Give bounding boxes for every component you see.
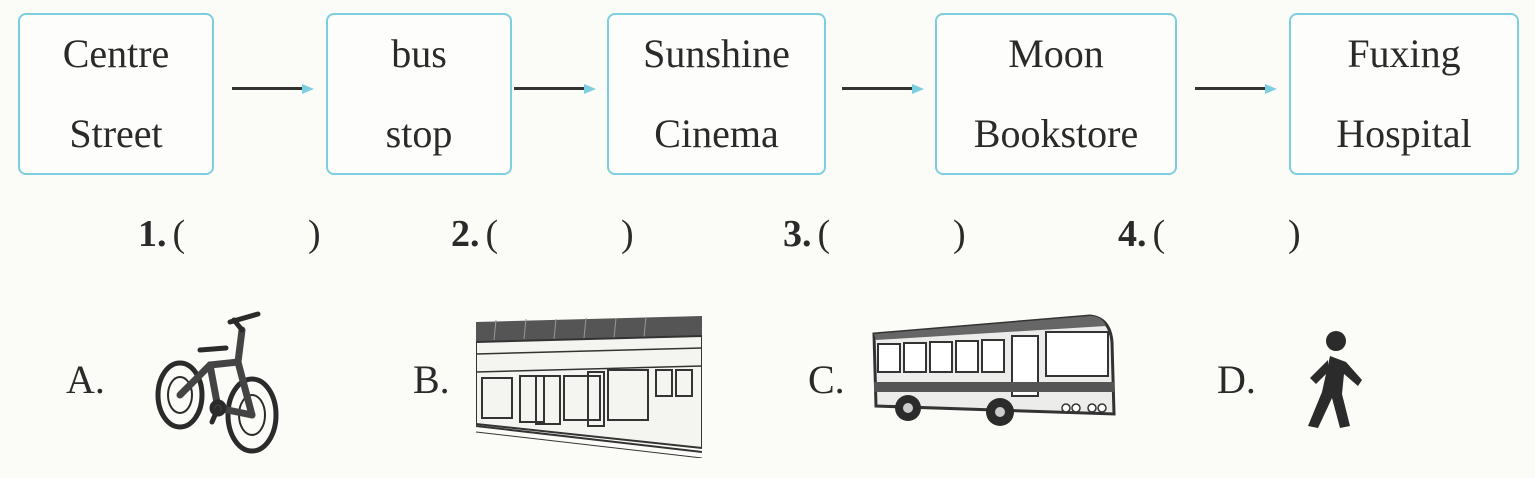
place-label-line2: Cinema bbox=[654, 111, 779, 156]
walking-person-icon bbox=[1294, 330, 1364, 435]
place-box-centre-street: Centre Street bbox=[18, 13, 214, 175]
blank-number: 3. bbox=[783, 213, 812, 255]
blank-number: 1. bbox=[138, 213, 167, 255]
train-station-icon bbox=[475, 314, 703, 463]
place-label-line1: bus bbox=[391, 31, 447, 76]
blank-paren-open: ( bbox=[817, 213, 831, 255]
place-label-line1: Sunshine bbox=[643, 31, 790, 76]
answer-blank-3[interactable]: 3.() bbox=[783, 212, 983, 256]
place-label-line1: Fuxing bbox=[1347, 31, 1461, 76]
blank-paren-close: ) bbox=[953, 213, 966, 255]
place-box-moon-bookstore: Moon Bookstore bbox=[935, 13, 1177, 175]
place-label-line2: stop bbox=[385, 111, 453, 156]
blank-paren-open: ( bbox=[1152, 213, 1166, 255]
blank-paren-close: ) bbox=[621, 213, 634, 255]
option-letter-b: B. bbox=[413, 357, 450, 402]
blank-paren-close: ) bbox=[1288, 213, 1301, 255]
answer-blank-2[interactable]: 2.() bbox=[451, 212, 651, 256]
option-letter-c: C. bbox=[808, 357, 845, 402]
place-box-fuxing-hospital: Fuxing Hospital bbox=[1289, 13, 1519, 175]
place-box-sunshine-cinema: Sunshine Cinema bbox=[607, 13, 826, 175]
place-label-line2: Bookstore bbox=[973, 111, 1139, 156]
blank-paren-open: ( bbox=[485, 213, 499, 255]
option-letter-a: A. bbox=[66, 357, 105, 402]
place-label-line2: Hospital bbox=[1336, 111, 1472, 156]
blank-paren-close: ) bbox=[308, 213, 321, 255]
answer-blank-4[interactable]: 4.() bbox=[1118, 212, 1318, 256]
option-letter-d: D. bbox=[1217, 357, 1256, 402]
blank-paren-open: ( bbox=[172, 213, 186, 255]
place-label-line1: Moon bbox=[1008, 31, 1104, 76]
answer-blank-1[interactable]: 1.() bbox=[138, 212, 338, 256]
place-label-line2: Street bbox=[69, 111, 163, 156]
blank-number: 4. bbox=[1118, 213, 1147, 255]
place-box-bus-stop: bus stop bbox=[326, 13, 512, 175]
place-label-line1: Centre bbox=[62, 31, 170, 76]
bus-icon bbox=[870, 312, 1116, 439]
bicycle-icon bbox=[150, 300, 285, 465]
blank-number: 2. bbox=[451, 213, 480, 255]
